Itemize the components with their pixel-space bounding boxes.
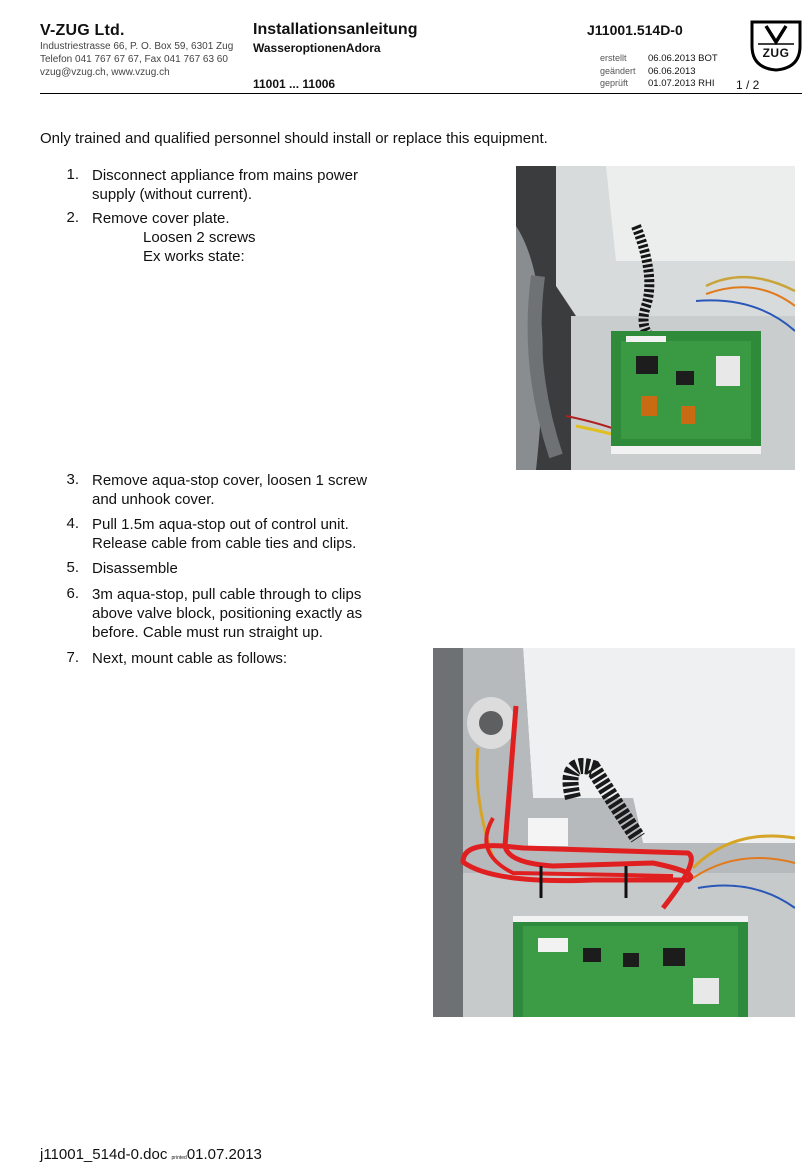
step-number: 2. xyxy=(66,209,79,226)
document-subtitle: WasseroptionenAdora xyxy=(253,41,381,55)
address-line-2: Telefon 041 767 67 67, Fax 041 767 63 60 xyxy=(40,54,228,65)
step-text: Remove cover plate. xyxy=(92,210,230,227)
header-rule xyxy=(40,93,802,94)
footer-filename: j11001_514d-0.doc xyxy=(40,1146,168,1163)
step-text: Pull 1.5m aqua-stop out of control unit.… xyxy=(92,516,357,552)
step-number: 4. xyxy=(66,515,79,532)
meta-label-checked: geprüft xyxy=(600,78,629,88)
footer-printed-label: printed xyxy=(171,1155,187,1161)
document-title: Installationsanleitung xyxy=(253,21,418,38)
step-number: 3. xyxy=(66,471,79,488)
meta-label-changed: geändert xyxy=(600,66,636,76)
step-text: 3m aqua-stop, pull cable through to clip… xyxy=(92,586,363,641)
meta-value-changed: 06.06.2013 xyxy=(648,66,696,77)
footer-date: 01.07.2013 xyxy=(186,1146,262,1163)
address-line-1: Industriestrasse 66, P. O. Box 59, 6301 … xyxy=(40,41,234,52)
step-text: Next, mount cable as follows: xyxy=(92,650,288,667)
meta-value-checked: 01.07.2013 RHI xyxy=(648,78,715,89)
page-number: 1 / 2 xyxy=(736,78,760,92)
meta-label-created: erstellt xyxy=(600,53,627,63)
step-number: 1. xyxy=(66,166,79,183)
step-text: Disassemble xyxy=(92,560,178,577)
company-name: V-ZUG Ltd. xyxy=(40,22,125,39)
footer: j11001_514d-0.doc printed01.07.2013 xyxy=(40,1146,262,1163)
intro-text: Only trained and qualified personnel sho… xyxy=(40,130,548,147)
step-number: 5. xyxy=(66,559,79,576)
photo-cable-routing xyxy=(433,648,795,1017)
step-number: 7. xyxy=(66,649,79,666)
photo-cover-plate xyxy=(516,166,795,470)
vzug-logo: ZUG xyxy=(748,18,804,74)
document-number: J11001.514D-0 xyxy=(587,22,683,38)
meta-value-created: 06.06.2013 BOT xyxy=(648,53,718,64)
model-range: 11001 ... 11006 xyxy=(253,77,336,91)
step-number: 6. xyxy=(66,585,79,602)
address-line-3: vzug@vzug.ch, www.vzug.ch xyxy=(40,67,170,78)
